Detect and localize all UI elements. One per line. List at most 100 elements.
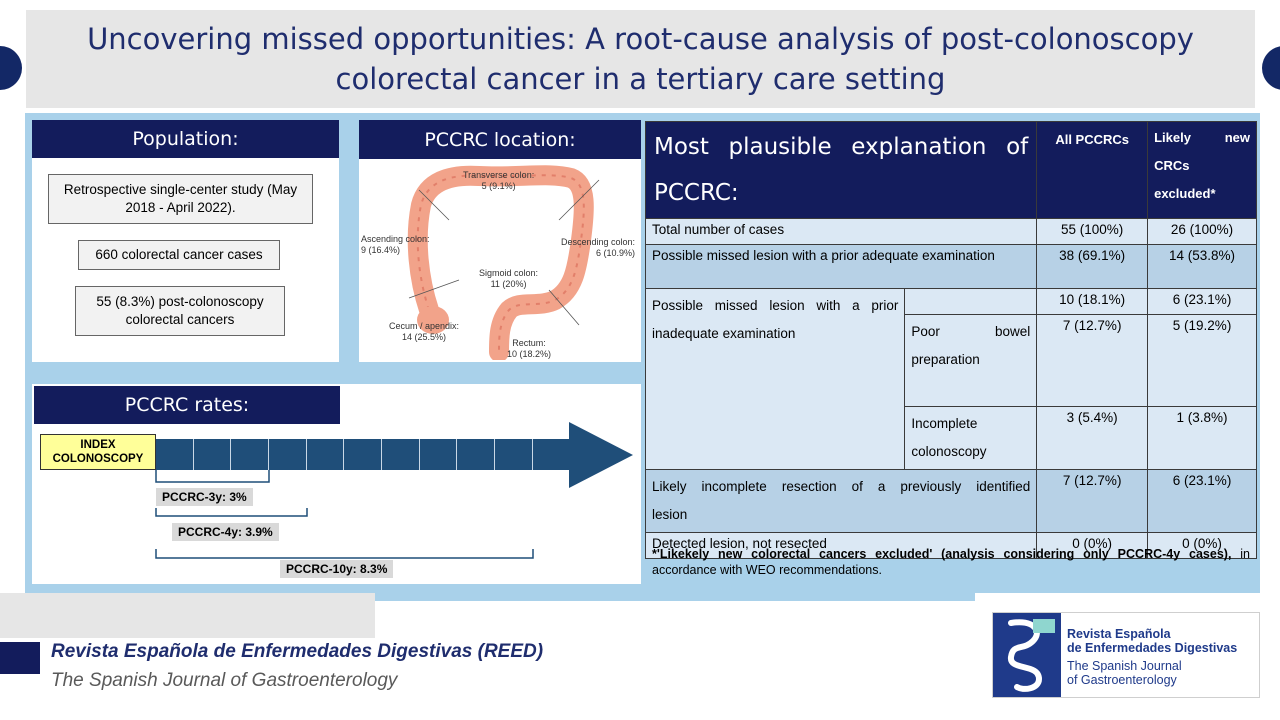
row-adequate-excluded: 14 (53.8%) — [1147, 244, 1257, 289]
header-title-line-2: PCCRC: — [654, 180, 739, 206]
footnote-bold: *'Likekely new colorectal cancers exclud… — [652, 547, 1232, 561]
ascending-label: Ascending colon: — [361, 234, 430, 244]
timeline-segment — [382, 439, 420, 470]
journal-square-mark — [0, 642, 40, 674]
colon-illustration — [407, 165, 600, 360]
row-resection-all: 7 (12.7%) — [1036, 469, 1149, 533]
timeline-segment — [457, 439, 495, 470]
decor-dot-right — [1262, 46, 1280, 90]
descending-label: Descending colon: — [561, 237, 636, 247]
table-row: Detected lesion, not resected 0 (0%) 0 (… — [644, 532, 1257, 559]
population-study-box: Retrospective single-center study (May 2… — [48, 174, 313, 224]
label-sigmoid: Sigmoid colon:11 (20%) — [479, 268, 538, 290]
index-colonoscopy-box: INDEX COLONOSCOPY — [40, 434, 156, 470]
sigmoid-value: 11 (20%) — [490, 279, 527, 289]
table-header-row: Most plausible explanation of PCCRC: All… — [644, 121, 1257, 219]
row-resection-excluded: 6 (23.1%) — [1147, 469, 1257, 533]
timeline-arrowhead — [569, 422, 633, 488]
label-descending: Descending colon:6 (10.9%) — [561, 237, 635, 259]
row-total-label: Total number of cases — [644, 218, 1038, 245]
row-inadequate-label: Possible missed lesion with a prior inad… — [644, 288, 906, 470]
population-card: Population: Retrospective single-center … — [32, 120, 339, 362]
header-title-line-1: Most plausible explanation of — [654, 134, 1029, 160]
resection-line-2: lesion — [652, 507, 688, 522]
row-inadequate-excluded: 6 (23.1%) — [1147, 288, 1257, 315]
timeline-segment — [495, 439, 533, 470]
poor-prep-line-2: preparation — [911, 352, 980, 367]
resection-line-1: Likely incomplete resection of a previou… — [652, 479, 1031, 494]
cecum-label: Cecum / apendix: — [389, 321, 460, 331]
journal-subtitle: The Spanish Journal of Gastroenterology — [51, 670, 398, 691]
table-header-title: Most plausible explanation of PCCRC: — [644, 121, 1038, 219]
inadequate-label-line-2: inadequate examination — [652, 326, 796, 341]
header-excluded-line-1: Likely new — [1154, 130, 1250, 145]
rates-card: PCCRC rates: INDEX COLONOSCOPY PCCRC-3y: … — [32, 384, 641, 584]
timeline-segment — [156, 439, 194, 470]
incomplete-line-2: colonoscopy — [911, 444, 987, 459]
row-poor-prep-all: 7 (12.7%) — [1036, 314, 1149, 407]
label-cecum: Cecum / apendix:14 (25.5%) — [389, 321, 459, 343]
title-line-1: Uncovering missed opportunities: A root-… — [87, 22, 1194, 56]
rates-header: PCCRC rates: — [34, 386, 340, 424]
label-rectum: Rectum:10 (18.2%) — [507, 338, 551, 360]
table-row: Possible missed lesion with a prior inad… — [644, 288, 1257, 470]
row-adequate-label: Possible missed lesion with a prior adeq… — [644, 244, 1038, 289]
table-footnote: *'Likekely new colorectal cancers exclud… — [652, 546, 1250, 578]
logo-line-4: of Gastroenterology — [1067, 673, 1177, 687]
timeline-segment — [269, 439, 307, 470]
decor-dot-left — [0, 46, 22, 90]
timeline-segment — [231, 439, 269, 470]
row-detected-excluded: 0 (0%) — [1147, 532, 1257, 559]
table-header-excluded: Likely new CRCs excluded* — [1147, 121, 1257, 219]
population-pccrc-box: 55 (8.3%) post-colonoscopy colorectal ca… — [75, 286, 285, 336]
row-total-excluded: 26 (100%) — [1147, 218, 1257, 245]
logo-line-1: Revista Española — [1067, 627, 1171, 641]
table-row: Total number of cases 55 (100%) 26 (100%… — [644, 218, 1257, 245]
incomplete-line-1: Incomplete — [911, 416, 978, 431]
row-poor-prep-excluded: 5 (19.2%) — [1147, 314, 1257, 407]
row-total-all: 55 (100%) — [1036, 218, 1149, 245]
rate-10y-label: PCCRC-10y: 8.3% — [280, 560, 394, 578]
footer-strip-blue — [375, 593, 975, 601]
table-header-all: All PCCRCs — [1036, 121, 1149, 219]
journal-name: Revista Española de Enfermedades Digesti… — [51, 641, 544, 662]
table-row: Possible missed lesion with a prior adeq… — [644, 244, 1257, 289]
transverse-value: 5 (9.1%) — [481, 181, 516, 191]
row-inadequate-sub-empty — [904, 288, 1038, 315]
rectum-value: 10 (18.2%) — [507, 349, 552, 359]
logo-line-3: The Spanish Journal — [1067, 659, 1182, 673]
title-banner: Uncovering missed opportunities: A root-… — [26, 10, 1255, 108]
ascending-value: 9 (16.4%) — [361, 245, 401, 255]
row-detected-label: Detected lesion, not resected — [644, 532, 1038, 559]
location-header: PCCRC location: — [359, 120, 641, 159]
population-cases-box: 660 colorectal cancer cases — [78, 240, 280, 270]
timeline-segment — [533, 439, 569, 470]
label-ascending: Ascending colon:9 (16.4%) — [361, 234, 430, 256]
rate-3y-label: PCCRC-3y: 3% — [156, 488, 253, 506]
row-resection-label: Likely incomplete resection of a previou… — [644, 469, 1038, 533]
table-row: Likely incomplete resection of a previou… — [644, 469, 1257, 533]
header-excluded-line-3: excluded* — [1154, 186, 1216, 201]
inadequate-label-line-1: Possible missed lesion with a prior — [652, 298, 899, 313]
timeline-segment — [420, 439, 457, 470]
timeline-segment — [194, 439, 231, 470]
title-line-2: colorectal cancer in a tertiary care set… — [335, 62, 946, 96]
timeline-segment — [307, 439, 344, 470]
row-adequate-all: 38 (69.1%) — [1036, 244, 1149, 289]
descending-value: 6 (10.9%) — [596, 248, 636, 258]
rate-4y-label: PCCRC-4y: 3.9% — [172, 523, 279, 541]
location-card: PCCRC location: Transverse colon:5 (9.1%… — [359, 120, 641, 362]
timeline-segment — [344, 439, 382, 470]
index-line-1: INDEX — [80, 439, 116, 451]
header-excluded-line-2: CRCs — [1154, 158, 1190, 173]
index-line-2: COLONOSCOPY — [52, 453, 144, 465]
footnote-rest: in accordance with WEO recommendations. — [652, 547, 1251, 577]
transverse-label: Transverse colon: — [463, 170, 535, 180]
sigmoid-label: Sigmoid colon: — [479, 268, 539, 278]
row-incomplete-label: Incomplete colonoscopy — [904, 406, 1038, 470]
logo-mark-icon — [993, 613, 1061, 697]
row-poor-prep-label: Poor bowel preparation — [904, 314, 1038, 407]
